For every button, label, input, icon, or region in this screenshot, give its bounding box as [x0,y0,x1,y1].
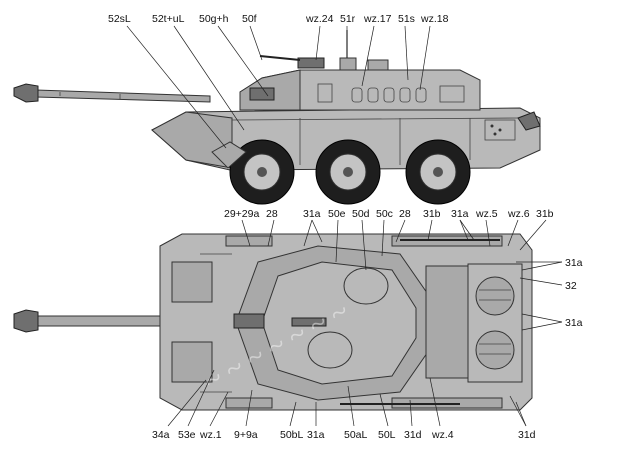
label-50aL: 50aL [344,429,368,441]
side-turret-rails [351,85,465,103]
label-31b-top2: 31b [536,208,554,220]
label-31a-right1: 31a [565,257,583,269]
label-53e: 53e [178,429,196,441]
side-wheel-middle [315,139,381,205]
label-50L: 50L [378,429,396,441]
side-cupola [339,57,357,71]
top-fan-2 [475,330,515,370]
top-engine-grille [425,265,469,379]
label-50bL: 50bL [280,429,304,441]
label-31a-top2: 31a [451,208,469,220]
label-52sL: 52sL [108,13,131,25]
label-wz5: wz.5 [475,208,498,220]
label-31a-top1: 31a [303,208,321,220]
label-31d-bottom2: 31d [518,429,536,441]
label-50f: 50f [242,13,257,25]
label-9-9a: 9+9a [234,429,258,441]
top-hatch-commander [343,267,389,305]
label-50e: 50e [328,208,346,220]
side-wheel-rear [405,139,471,205]
label-50g-h: 50g+h [199,13,229,25]
label-31b-top1: 31b [423,208,441,220]
label-32: 32 [565,280,577,292]
top-fan-1 [475,276,515,316]
label-wz17: wz.17 [363,13,392,25]
top-hatch-gunner [307,331,353,369]
label-31a-bottom: 31a [307,429,325,441]
label-wz1: wz.1 [199,429,222,441]
label-wz24: wz.24 [305,13,334,25]
label-29-29a: 29+29a [224,208,259,220]
side-wheel-front [229,139,295,205]
label-50d: 50d [352,208,370,220]
label-wz4: wz.4 [431,429,454,441]
label-52t-uL: 52t+uL [152,13,185,25]
label-wz18: wz.18 [420,13,449,25]
label-31a-right2: 31a [565,317,583,329]
label-31d-bottom1: 31d [404,429,422,441]
label-51s: 51s [398,13,415,25]
label-wz6: wz.6 [507,208,530,220]
top-muzzle-brake [13,309,39,333]
label-34a: 34a [152,429,170,441]
label-28-left: 28 [266,208,278,220]
side-muzzle-brake [13,83,39,103]
label-28-mid: 28 [399,208,411,220]
label-51r: 51r [340,13,356,25]
top-view: ~ ~ ~ ~ ~ ~ ~ 29+29 [13,208,583,441]
side-commander-mg [297,57,325,69]
side-mantlet [249,87,275,101]
label-50c: 50c [376,208,393,220]
side-view: 52sL 52t+uL 50g+h 50f wz.24 51r wz.17 51… [13,13,541,205]
